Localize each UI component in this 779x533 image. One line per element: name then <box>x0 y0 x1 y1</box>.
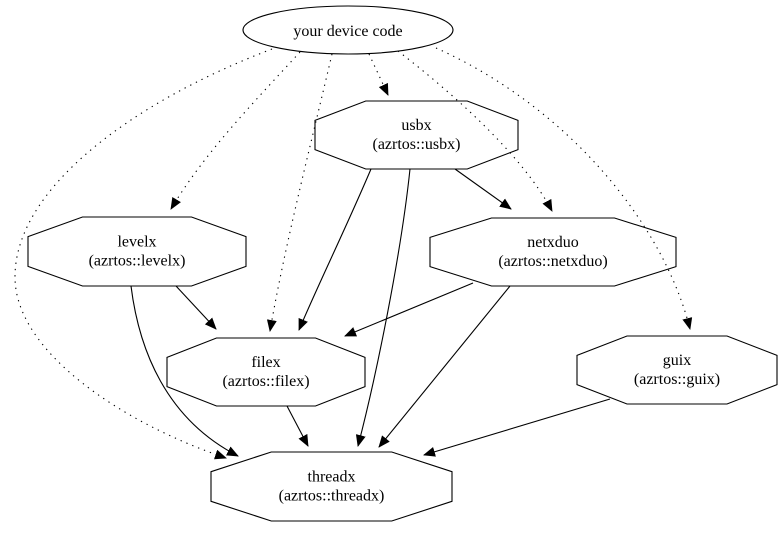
levelx-label-line-1: levelx <box>117 234 156 251</box>
netxduo-label: netxduo(azrtos::netxduo) <box>498 234 607 270</box>
filex-label-line-1: filex <box>251 354 280 371</box>
levelx-label: levelx(azrtos::levelx) <box>89 234 186 270</box>
node-usbx: usbx(azrtos::usbx) <box>314 100 519 170</box>
guix-label: guix(azrtos::guix) <box>634 352 720 388</box>
node-threadx: threadx(azrtos::threadx) <box>210 451 453 522</box>
usbx-label-line-1: usbx <box>401 117 431 134</box>
edges-layer <box>14 47 693 460</box>
edge-usbx-netxduo <box>454 168 512 210</box>
usbx-label: usbx(azrtos::usbx) <box>373 117 461 153</box>
guix-label-line-1: guix <box>663 352 691 369</box>
edge-device_code-filex <box>266 53 333 332</box>
threadx-label-line-2: (azrtos::threadx) <box>279 488 385 505</box>
node-filex: filex(azrtos::filex) <box>166 337 366 407</box>
edge-usbx-threadx <box>355 168 411 447</box>
edge-device_code-guix <box>435 47 693 330</box>
threadx-label: threadx(azrtos::threadx) <box>279 469 385 505</box>
edge-netxduo-threadx <box>378 285 511 448</box>
node-guix: guix(azrtos::guix) <box>576 335 778 405</box>
guix-shape <box>576 335 778 405</box>
filex-label: filex(azrtos::filex) <box>222 354 309 390</box>
device_code-label: your device code <box>293 23 402 40</box>
filex-shape <box>166 337 366 407</box>
usbx-label-line-2: (azrtos::usbx) <box>373 136 461 153</box>
netxduo-shape <box>429 217 677 287</box>
edge-device_code-usbx <box>368 53 389 96</box>
device_code-shape <box>242 5 454 55</box>
edge-device_code-threadx <box>14 48 273 460</box>
edge-usbx-filex <box>298 168 372 331</box>
threadx-shape <box>210 451 453 522</box>
guix-label-line-2: (azrtos::guix) <box>634 371 720 388</box>
nodes-layer: your device codeusbx(azrtos::usbx)levelx… <box>27 5 778 522</box>
node-netxduo: netxduo(azrtos::netxduo) <box>429 217 677 287</box>
netxduo-label-line-2: (azrtos::netxduo) <box>498 253 607 270</box>
edge-filex-threadx <box>286 405 309 447</box>
levelx-label-line-2: (azrtos::levelx) <box>89 253 186 270</box>
threadx-label-line-1: threadx <box>308 469 356 486</box>
device_code-label-line-1: your device code <box>293 23 402 40</box>
edge-guix-threadx <box>423 398 611 457</box>
usbx-shape <box>314 100 519 170</box>
edge-netxduo-filex <box>344 282 474 337</box>
netxduo-label-line-1: netxduo <box>527 234 579 251</box>
edge-device_code-levelx <box>170 51 301 210</box>
filex-label-line-2: (azrtos::filex) <box>222 373 309 390</box>
edge-levelx-threadx <box>130 285 239 457</box>
levelx-shape <box>27 216 247 287</box>
node-levelx: levelx(azrtos::levelx) <box>27 216 247 287</box>
edge-levelx-filex <box>175 285 217 330</box>
node-device_code: your device code <box>242 5 454 55</box>
